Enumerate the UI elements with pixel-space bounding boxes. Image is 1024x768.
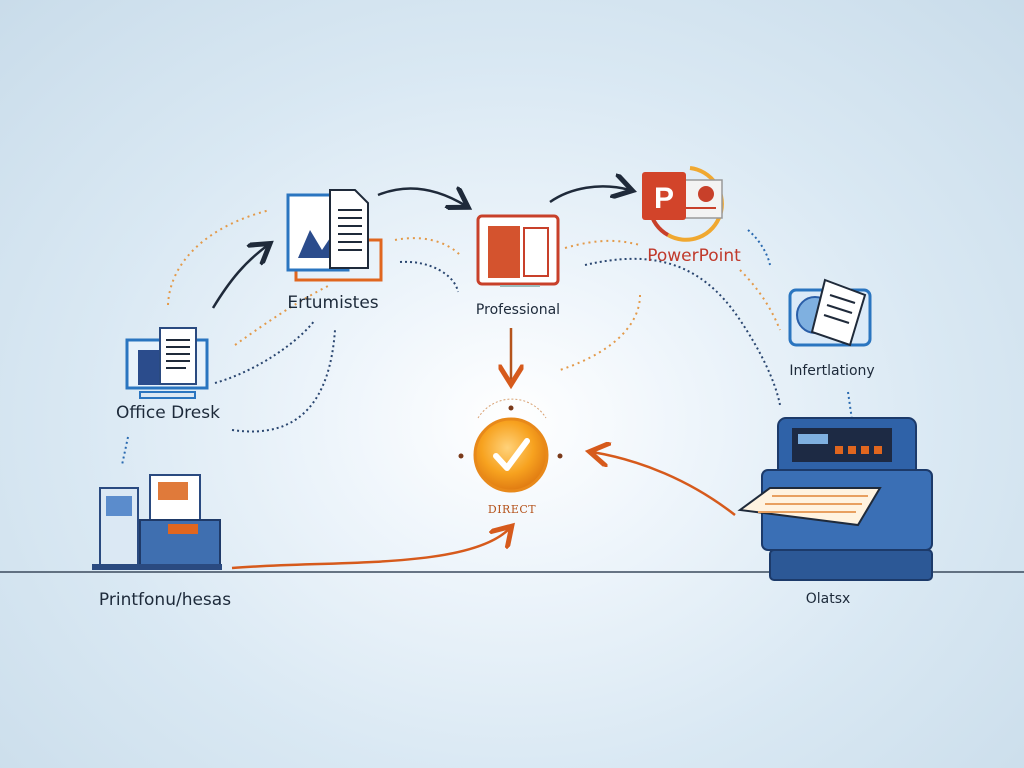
powerpoint-icon: P [642, 166, 724, 242]
powerpoint-label: PowerPoint [647, 246, 741, 266]
office-desk-icon [125, 327, 209, 399]
connectors [121, 186, 853, 570]
information-label: Infertlationy [789, 363, 875, 379]
arrow-professional-to-powerpoint [549, 186, 630, 204]
printer-label: Olatsx [805, 591, 851, 607]
print-station-icon [92, 474, 222, 570]
documents-label: Ertumistes [287, 293, 379, 313]
direct-label: DIRECT [487, 503, 537, 516]
printer-icon [737, 417, 933, 581]
arrow-docs-to-professional [377, 189, 466, 206]
print-station-label: Printfonu/hesas [98, 590, 232, 610]
professional-label: Professional [475, 302, 561, 318]
arrow-desk-to-docs [211, 245, 268, 309]
professional-icon [476, 214, 560, 287]
arrow-printer-to-direct [592, 452, 736, 516]
information-icon [788, 278, 872, 347]
svg-text:P: P [654, 182, 674, 215]
direct-check-badge [458, 398, 563, 493]
arrow-station-to-direct [231, 528, 510, 570]
office-desk-label: Office Dresk [116, 403, 220, 423]
documents-icon [286, 189, 383, 282]
